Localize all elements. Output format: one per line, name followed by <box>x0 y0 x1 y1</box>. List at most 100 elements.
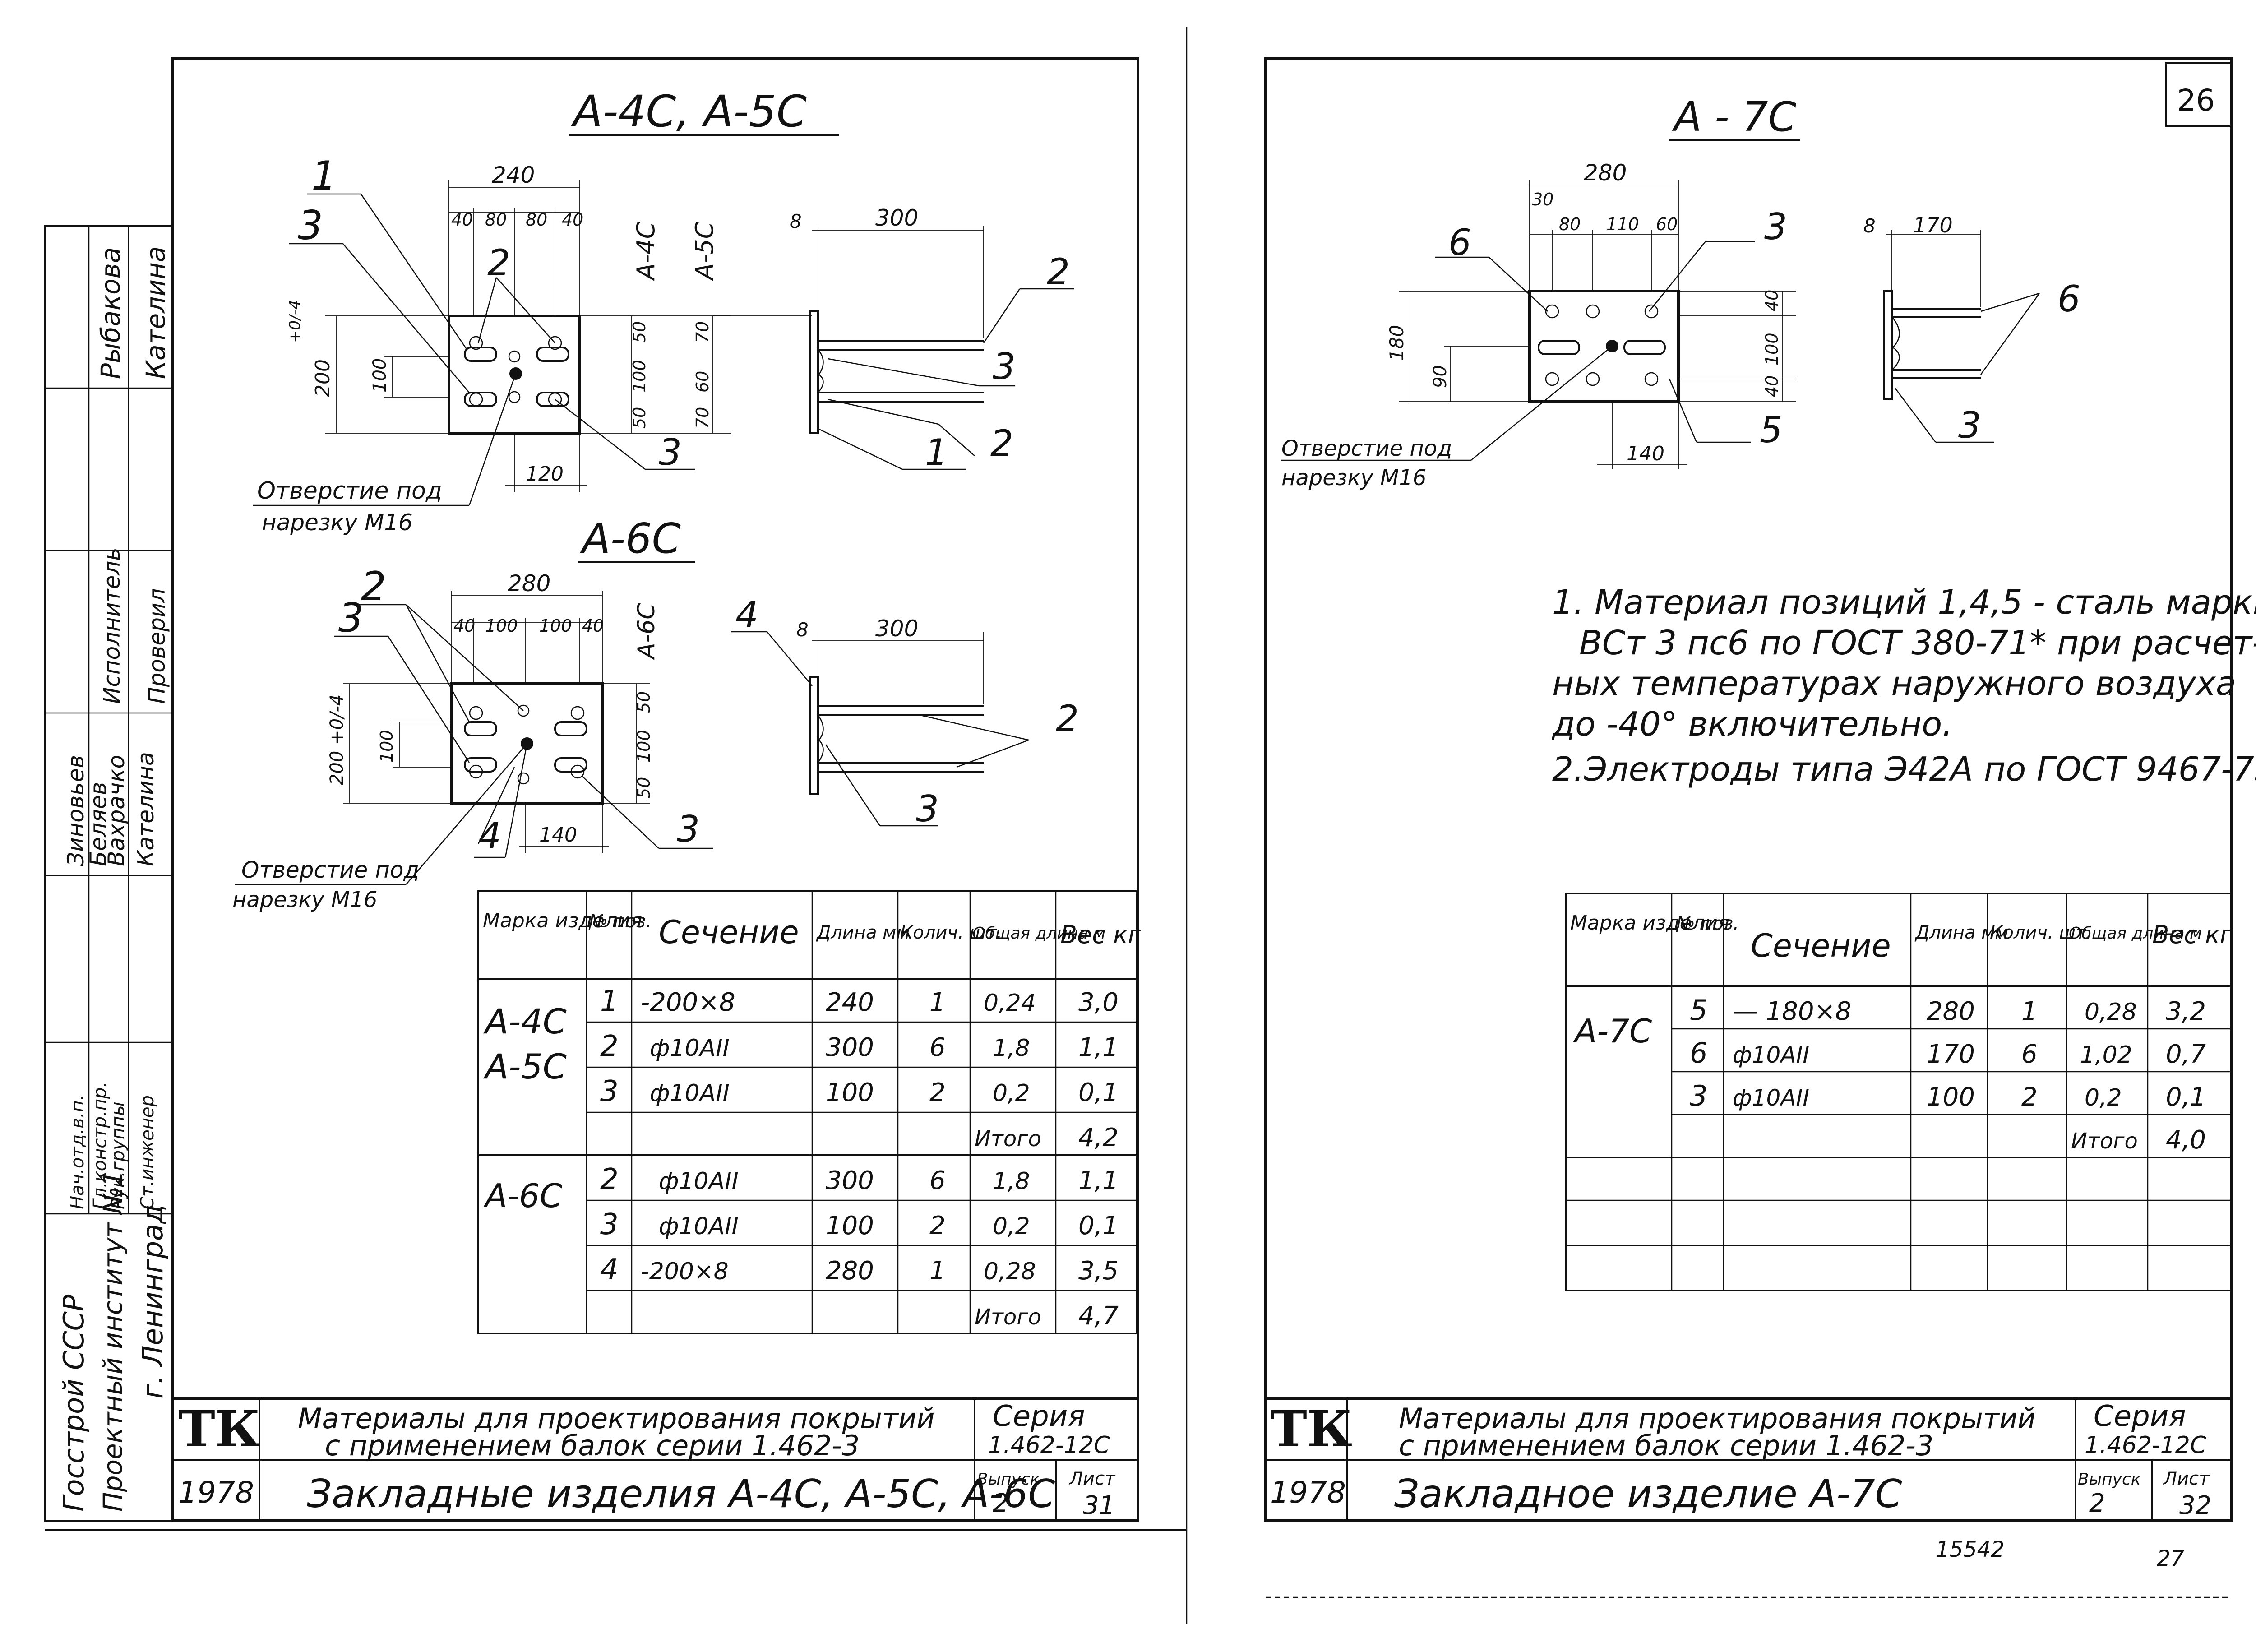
leader-a7c-6: 6 <box>1448 222 1471 264</box>
dim-a6c-r-100: 100 <box>634 730 654 763</box>
hole-note-a6c-2: нарезку М16 <box>232 887 377 912</box>
dim-300: 300 <box>875 205 918 231</box>
side-leader-3: 3 <box>993 346 1016 388</box>
drawing-title: Закладные изделия А-4С, А-5С, А-6С <box>307 1472 1055 1517</box>
row1-length: 240 <box>826 988 874 1017</box>
side-a6c-leader-3: 3 <box>916 788 939 830</box>
row5-length: 100 <box>826 1211 874 1240</box>
r-subject-line-2: с применением балок серии 1.462-3 <box>1399 1429 1933 1462</box>
row6-qty: 1 <box>929 1256 946 1286</box>
dim-a7c-280: 280 <box>1584 160 1627 186</box>
leader-a6c-3b: 3 <box>677 808 700 850</box>
th-pos: № поз. <box>588 911 652 932</box>
dim-8: 8 <box>790 210 802 232</box>
row2-total: 1,8 <box>993 1035 1030 1062</box>
hole-note-a7c-2: нарезку М16 <box>1281 465 1426 491</box>
side-a6c-leader-4: 4 <box>735 594 758 636</box>
r-logo-tk: ТК <box>1270 1400 1352 1458</box>
subject-line-1: Материалы для проектирования покрытий <box>298 1402 935 1435</box>
r-row2-weight: 0,7 <box>2166 1040 2206 1069</box>
stamp-name-proveril: Проверил <box>144 588 170 704</box>
dim-r-70a: 70 <box>693 321 712 343</box>
r-year: 1978 <box>1270 1475 1346 1510</box>
issue-value: 2 <box>993 1489 1009 1518</box>
r-series-value: 1.462-12С <box>2085 1432 2207 1459</box>
r-issue-label: Выпуск <box>2078 1470 2141 1489</box>
r-row3-pos: 3 <box>1690 1079 1707 1112</box>
r-row2-length: 170 <box>1927 1040 1975 1069</box>
r-row2-total: 1,02 <box>2080 1041 2132 1069</box>
leader-2: 2 <box>487 242 510 284</box>
r-sheet-label: Лист <box>2163 1468 2210 1489</box>
dim-a7c-180: 180 <box>1386 325 1408 361</box>
leader-3b: 3 <box>659 431 682 473</box>
stamp-org-1: Госстрой СССР <box>57 1294 90 1512</box>
dim-a6c-100b: 100 <box>539 616 572 636</box>
r-row3-qty: 2 <box>2021 1083 2038 1112</box>
dim-label-a6c: А-6С <box>633 603 660 660</box>
side-view-a6c: 4 8 300 2 3 <box>731 594 1079 830</box>
row4-weight: 1,1 <box>1078 1166 1119 1195</box>
row2-length: 300 <box>826 1033 874 1062</box>
row6-total: 0,28 <box>984 1258 1036 1285</box>
r-sheet-value: 32 <box>2179 1491 2211 1520</box>
stamp-name-vakhrachko: Вахрачко <box>103 755 129 866</box>
side-view-a4c: 8 300 2 3 1 2 <box>790 205 1074 473</box>
row4-pos: 2 <box>600 1163 619 1196</box>
view-title-a4c-a5c: А-4С, А-5С <box>570 86 807 137</box>
th-r-total-length: Общая длина м <box>2069 924 2202 943</box>
plan-view-a6c: 2 3 4 3 280 40 100 100 40 А-6С 50 100 50… <box>232 563 713 912</box>
stamp-name-belyaev: Беляев <box>85 782 111 866</box>
dim-r-50b: 50 <box>629 407 649 429</box>
left-sheet: Рыбакова Исполнитель Зиновьев Беляев Вах… <box>44 27 1188 1624</box>
leader-a6c-2: 2 <box>361 563 386 610</box>
row1-section: -200×8 <box>641 988 735 1017</box>
dim-200: 200 <box>311 359 334 397</box>
right-sheet: 26 А - 7С <box>1264 57 2256 1598</box>
r-row2-section: ф10АII <box>1733 1042 1809 1068</box>
row3-length: 100 <box>826 1078 874 1107</box>
row1-weight: 3,0 <box>1078 988 1119 1017</box>
note-line-2: ВСт 3 пс6 по ГОСТ 380-71* при расчет- <box>1579 624 2256 662</box>
th-mark: Марка изделия <box>483 909 642 932</box>
row2-qty: 6 <box>929 1033 946 1062</box>
row5-section: ф10АII <box>659 1213 739 1240</box>
dim-120: 120 <box>526 463 564 486</box>
row5-pos: 3 <box>600 1208 619 1241</box>
r-row3-length: 100 <box>1927 1083 1975 1112</box>
row3-weight: 0,1 <box>1078 1078 1119 1107</box>
group1-total-label: Итого <box>975 1126 1041 1152</box>
right-inner-frame <box>1264 57 2233 1522</box>
leader-1: 1 <box>311 153 337 199</box>
dim-80a: 80 <box>485 210 507 230</box>
stamp-name-katelina-2: Кателина <box>140 246 171 379</box>
dim-a6c-r-50a: 50 <box>634 691 654 713</box>
year: 1978 <box>178 1475 254 1510</box>
title-block-right: ТК 1978 Материалы для проектирования пок… <box>1266 1397 2231 1521</box>
r-row3-section: ф10АII <box>1733 1085 1809 1111</box>
note-line-1: 1. Материал позиций 1,4,5 - сталь марки <box>1552 583 2256 622</box>
mark-a4c: А-4С <box>483 1001 567 1041</box>
subject-line-2: с применением балок серии 1.462-3 <box>325 1429 860 1462</box>
dim-a6c-200: 200 +0/-4 <box>327 694 347 785</box>
hole-note-a7c-1: Отверстие под <box>1281 436 1452 461</box>
embedded-plate-a6c <box>450 682 604 805</box>
side-a6c-dim-300: 300 <box>875 615 918 642</box>
row6-section: -200×8 <box>641 1258 729 1285</box>
side-a7c-leader-6: 6 <box>2057 278 2080 320</box>
dim-a6c-40b: 40 <box>582 616 604 636</box>
group2-total-value: 4,7 <box>1078 1301 1119 1331</box>
dim-80b: 80 <box>526 210 547 230</box>
side-leader-2b: 2 <box>990 422 1013 464</box>
sheet-label: Лист <box>1068 1468 1116 1489</box>
leader-a6c-4: 4 <box>478 815 501 857</box>
row1-qty: 1 <box>929 988 946 1017</box>
th-r-section: Сечение <box>1751 927 1891 964</box>
notes: 1. Материал позиций 1,4,5 - сталь марки … <box>1551 583 2256 789</box>
stamp-sidebar: Рыбакова Исполнитель Зиновьев Беляев Вах… <box>44 225 173 1522</box>
r-total-value: 4,0 <box>2166 1125 2206 1155</box>
stamp-name-zinoviev: Зиновьев <box>63 755 89 866</box>
stamp-role-2: Гл.констр.пр. <box>90 1082 111 1209</box>
side-a6c-dim-8: 8 <box>796 619 809 641</box>
